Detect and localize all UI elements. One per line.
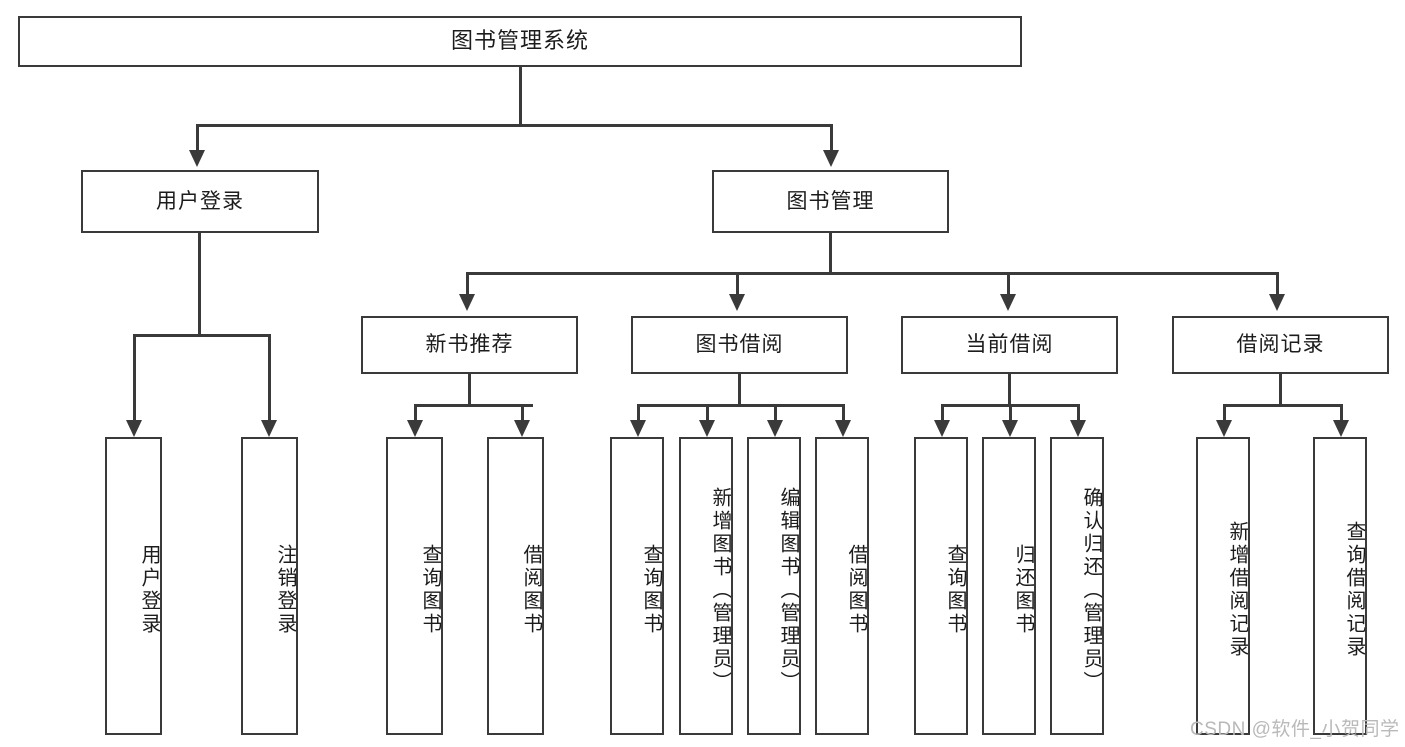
- connector-borrow-record-drop-1: [1223, 404, 1226, 420]
- leaf-query-book-recommend[interactable]: 查询图书: [386, 437, 443, 735]
- connector-book-borrow-bus: [637, 404, 845, 407]
- connector-user-login-drop-1: [133, 334, 136, 420]
- arrowhead-book-borrow-leaf-4: [835, 420, 851, 437]
- arrowhead-to-book-borrow: [729, 294, 745, 311]
- connector-root-drop-2: [830, 124, 833, 150]
- node-borrow-record[interactable]: 借阅记录: [1172, 316, 1389, 374]
- connector-new-book-bus: [414, 404, 533, 407]
- arrowhead-book-borrow-leaf-3: [767, 420, 783, 437]
- arrowhead-new-book-leaf-1: [407, 420, 423, 437]
- connector-root-stem: [519, 67, 522, 124]
- leaf-query-book-current[interactable]: 查询图书: [914, 437, 968, 735]
- leaf-add-book-admin[interactable]: 新增图书（管理员）: [679, 437, 733, 735]
- connector-book-borrow-drop-1: [637, 404, 640, 420]
- connector-user-login-stem: [198, 233, 201, 334]
- arrowhead-borrow-record-leaf-1: [1216, 420, 1232, 437]
- connector-current-borrow-drop-2: [1009, 404, 1012, 420]
- node-book-management[interactable]: 图书管理: [712, 170, 949, 233]
- arrowhead-user-login-leaf-1: [126, 420, 142, 437]
- leaf-add-borrow-record[interactable]: 新增借阅记录: [1196, 437, 1250, 735]
- connector-root-bus: [196, 124, 833, 127]
- arrowhead-book-borrow-leaf-2: [699, 420, 715, 437]
- connector-user-login-drop-2: [268, 334, 271, 420]
- leaf-query-book-borrow[interactable]: 查询图书: [610, 437, 664, 735]
- connector-book-borrow-drop-3: [774, 404, 777, 420]
- connector-book-manage-drop-2: [736, 272, 739, 294]
- leaf-borrow-book[interactable]: 借阅图书: [815, 437, 869, 735]
- node-new-book-recommend[interactable]: 新书推荐: [361, 316, 578, 374]
- arrowhead-current-borrow-leaf-3: [1070, 420, 1086, 437]
- arrowhead-to-borrow-record: [1269, 294, 1285, 311]
- connector-new-book-stem: [468, 374, 471, 404]
- connector-current-borrow-drop-1: [941, 404, 944, 420]
- connector-new-book-drop-1: [414, 404, 417, 420]
- node-current-borrow[interactable]: 当前借阅: [901, 316, 1118, 374]
- leaf-return-book[interactable]: 归还图书: [982, 437, 1036, 735]
- arrowhead-root-to-user-login: [189, 150, 205, 167]
- arrowhead-current-borrow-leaf-1: [934, 420, 950, 437]
- node-root-system[interactable]: 图书管理系统: [18, 16, 1022, 67]
- leaf-user-login[interactable]: 用户登录: [105, 437, 162, 735]
- connector-new-book-drop-2: [521, 404, 524, 420]
- arrowhead-book-borrow-leaf-1: [630, 420, 646, 437]
- connector-book-borrow-drop-2: [706, 404, 709, 420]
- connector-current-borrow-drop-3: [1077, 404, 1080, 420]
- node-user-login[interactable]: 用户登录: [81, 170, 319, 233]
- connector-book-manage-bus: [466, 272, 1279, 275]
- arrowhead-user-login-leaf-2: [261, 420, 277, 437]
- connector-book-manage-drop-3: [1007, 272, 1010, 294]
- connector-borrow-record-stem: [1279, 374, 1282, 404]
- connector-current-borrow-stem: [1008, 374, 1011, 404]
- connector-borrow-record-drop-2: [1340, 404, 1343, 420]
- connector-book-manage-stem: [829, 233, 832, 272]
- leaf-borrow-book-recommend[interactable]: 借阅图书: [487, 437, 544, 735]
- leaf-query-borrow-record[interactable]: 查询借阅记录: [1313, 437, 1367, 735]
- connector-root-drop-1: [196, 124, 199, 150]
- connector-user-login-bus: [133, 334, 271, 337]
- connector-book-borrow-drop-4: [842, 404, 845, 420]
- connector-book-manage-drop-4: [1276, 272, 1279, 294]
- arrowhead-to-current-borrow: [1000, 294, 1016, 311]
- csdn-watermark: CSDN @软件_小贺同学: [1190, 719, 1400, 740]
- node-book-borrow[interactable]: 图书借阅: [631, 316, 848, 374]
- arrowhead-to-new-book-recommend: [459, 294, 475, 311]
- connector-book-manage-drop-1: [466, 272, 469, 294]
- connector-borrow-record-bus: [1223, 404, 1343, 407]
- leaf-logout-login[interactable]: 注销登录: [241, 437, 298, 735]
- arrowhead-borrow-record-leaf-2: [1333, 420, 1349, 437]
- connector-book-borrow-stem: [738, 374, 741, 404]
- leaf-edit-book-admin[interactable]: 编辑图书（管理员）: [747, 437, 801, 735]
- arrowhead-current-borrow-leaf-2: [1002, 420, 1018, 437]
- arrowhead-root-to-book-manage: [823, 150, 839, 167]
- arrowhead-new-book-leaf-2: [514, 420, 530, 437]
- leaf-confirm-return-admin[interactable]: 确认归还（管理员）: [1050, 437, 1104, 735]
